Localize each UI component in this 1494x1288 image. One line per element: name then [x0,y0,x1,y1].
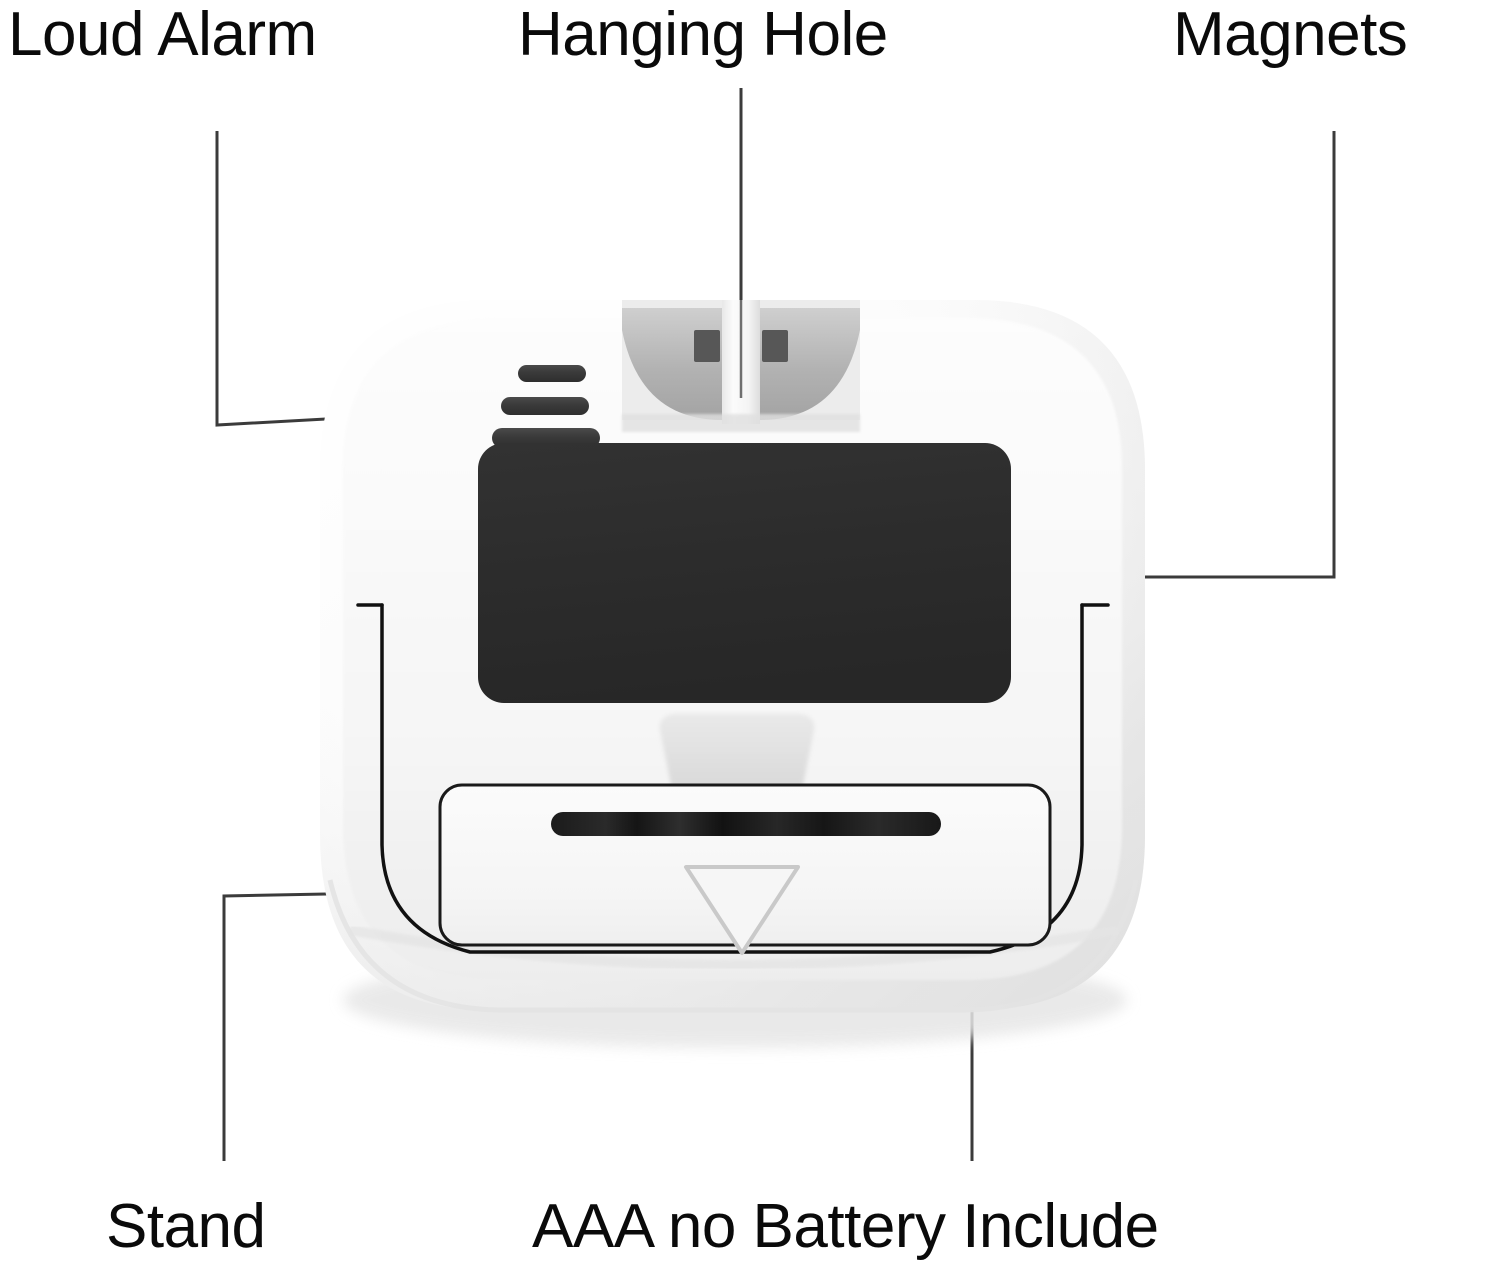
fold-out-stand [356,603,1110,954]
callout-label-stand: Stand [106,1192,266,1261]
magnet-pad-surface [478,443,1011,703]
hanging-hole-base-shade [622,414,860,432]
stand-outline [380,603,1084,954]
hanging-hole-notch-right [762,330,788,362]
body-bottom-contour [327,879,1139,1013]
callout-label-hanging-hole: Hanging Hole [518,0,888,69]
battery-open-arrow-icon [684,865,800,955]
speaker-slot-2 [501,397,589,415]
battery-compartment-door [438,783,1052,955]
callout-label-aaa-battery: AAA no Battery Include [532,1192,1159,1261]
battery-release-groove [551,812,941,836]
stand-pull-tab [659,714,815,790]
speaker-slot-1 [518,365,586,382]
callout-label-loud-alarm: Loud Alarm [8,0,317,69]
device-body-group [320,300,1145,1048]
hanging-hole-notch-left [694,330,720,362]
magnet-pad [478,443,1011,703]
hanging-hole [622,300,860,432]
callout-label-magnets: Magnets [1173,0,1408,69]
